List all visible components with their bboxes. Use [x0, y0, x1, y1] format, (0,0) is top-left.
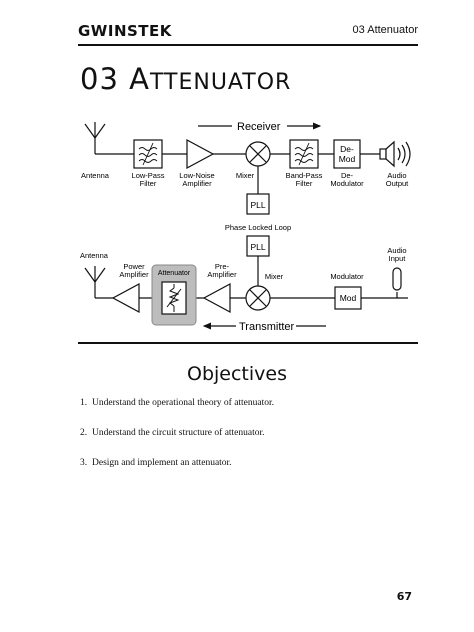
- pre-amplifier-icon: [202, 282, 231, 314]
- brand-logo: GWINSTEK: [78, 22, 172, 40]
- page-header: GWINSTEK 03 Attenuator: [78, 22, 418, 46]
- objectives-list: 1.Understand the operational theory of a…: [80, 398, 274, 488]
- svg-text:PLL: PLL: [250, 242, 265, 252]
- tx-antenna-label: Antenna: [80, 251, 109, 260]
- pll-top-block: [246, 193, 270, 215]
- svg-text:Mod: Mod: [340, 293, 357, 303]
- low-noise-amplifier-icon: [186, 138, 215, 170]
- variable-resistor-icon: [166, 284, 182, 312]
- svg-text:Audio: Audio: [387, 246, 406, 255]
- svg-text:Input: Input: [389, 254, 407, 263]
- filter-wave-icon: [294, 142, 314, 166]
- svg-text:Pre-: Pre-: [215, 262, 230, 271]
- svg-text:De-: De-: [341, 171, 354, 180]
- demodulator-block: [333, 139, 361, 169]
- receiver-label: Receiver: [237, 121, 281, 133]
- svg-text:Mod: Mod: [339, 154, 356, 164]
- svg-text:Filter: Filter: [296, 179, 313, 188]
- power-amplifier-icon: [111, 282, 140, 314]
- svg-text:Output: Output: [386, 179, 409, 188]
- svg-text:Mixer: Mixer: [236, 171, 255, 180]
- svg-text:Amplifier: Amplifier: [119, 270, 149, 279]
- svg-text:Modulator: Modulator: [330, 272, 364, 281]
- list-item: 1.Understand the operational theory of a…: [80, 398, 275, 408]
- modulator-block: [334, 286, 362, 310]
- chapter-title: 03 ATTENUATOR: [80, 62, 292, 96]
- section-title: 03 Attenuator: [352, 24, 418, 36]
- svg-text:Low-Noise: Low-Noise: [179, 171, 214, 180]
- page-number: 67: [396, 590, 412, 603]
- objectives-heading: Objectives: [187, 363, 287, 385]
- microphone-icon: [392, 267, 402, 291]
- list-item: 3.Design and implement an attenuator.: [80, 458, 232, 468]
- filter-wave-icon: [138, 142, 158, 166]
- pll-caption: Phase Locked Loop: [225, 223, 291, 232]
- list-item: 2.Understand the circuit structure of at…: [80, 428, 265, 438]
- tx-antenna-icon: [84, 266, 106, 298]
- svg-text:Modulator: Modulator: [330, 179, 364, 188]
- transceiver-block-diagram: Receiver Antenna Low-Pass Filter Low-Noi…: [80, 121, 411, 333]
- svg-text:Audio: Audio: [387, 171, 406, 180]
- svg-text:Mixer: Mixer: [265, 272, 284, 281]
- svg-text:Low-Pass: Low-Pass: [132, 171, 165, 180]
- rx-antenna-label: Antenna: [81, 171, 110, 180]
- svg-text:Band-Pass: Band-Pass: [286, 171, 323, 180]
- attenuator-label: Attenuator: [158, 270, 191, 277]
- svg-text:De-: De-: [340, 144, 354, 154]
- svg-text:Amplifier: Amplifier: [207, 270, 237, 279]
- svg-text:Power: Power: [123, 262, 145, 271]
- svg-text:Amplifier: Amplifier: [182, 179, 212, 188]
- svg-text:Filter: Filter: [140, 179, 157, 188]
- svg-text:PLL: PLL: [250, 200, 265, 210]
- speaker-icon: [379, 140, 411, 168]
- transmitter-label: Transmitter: [239, 321, 295, 333]
- rx-antenna-icon: [84, 122, 106, 154]
- section-divider: [78, 342, 418, 344]
